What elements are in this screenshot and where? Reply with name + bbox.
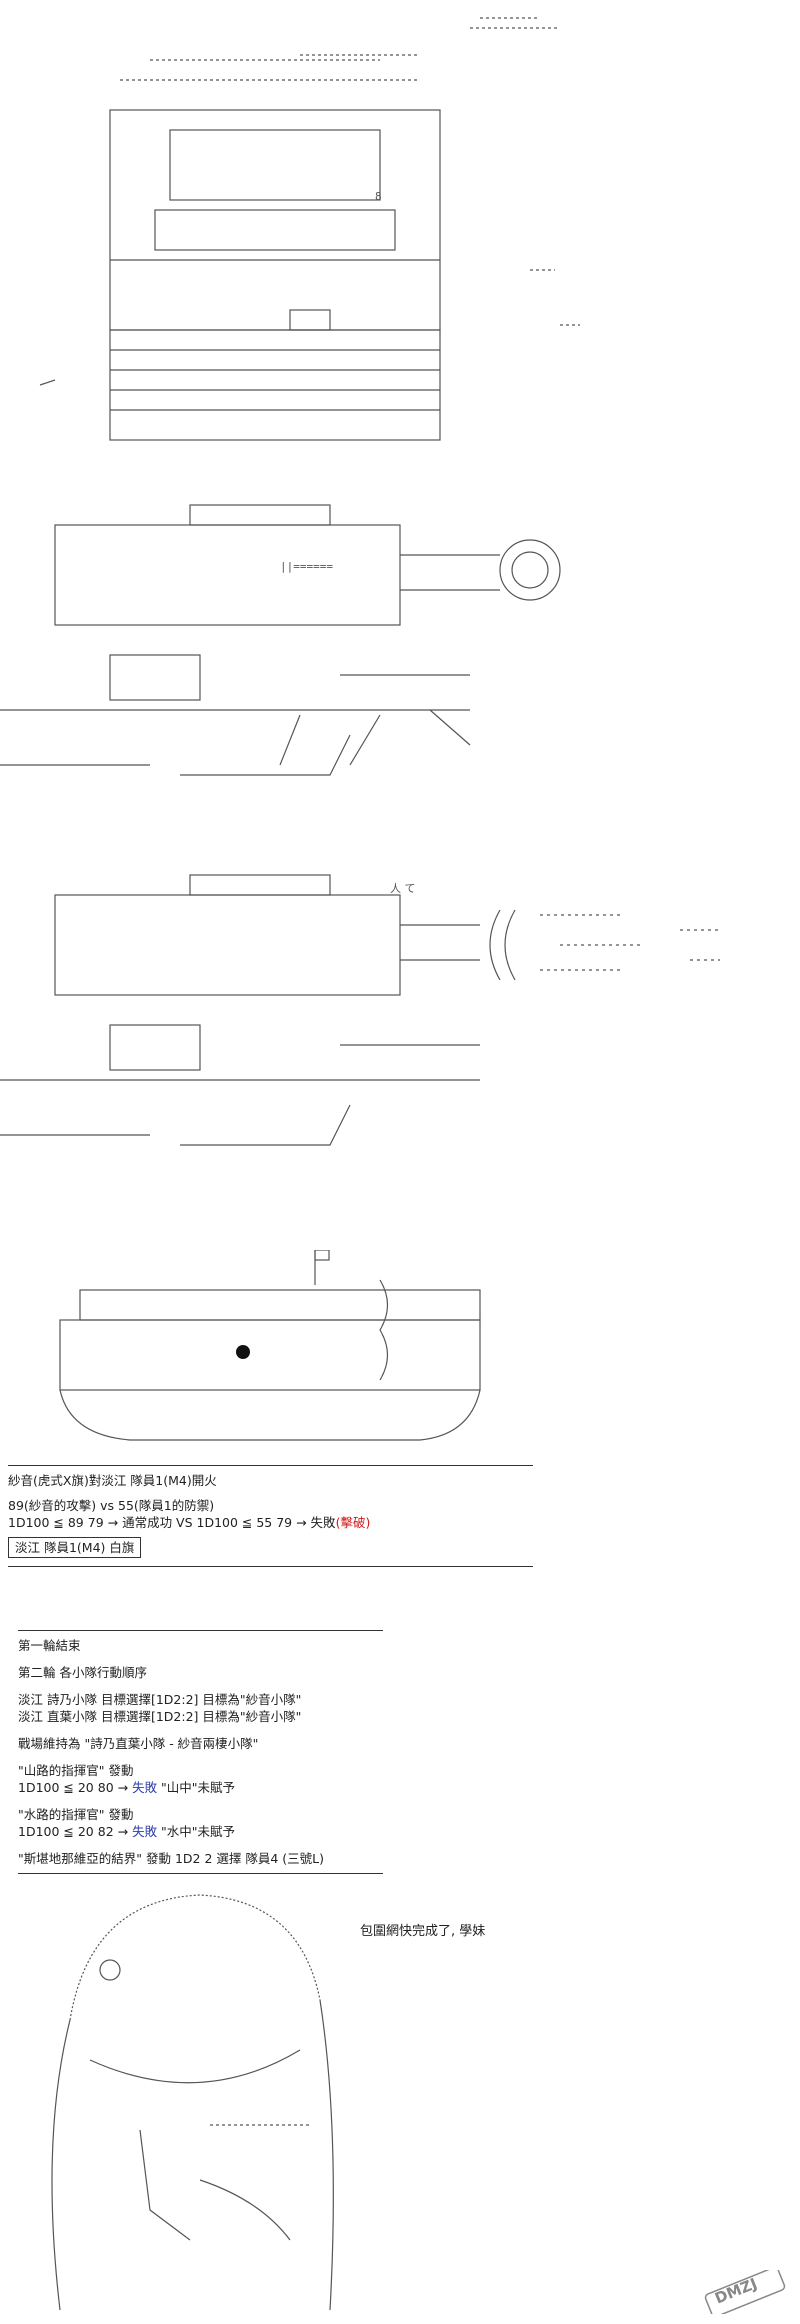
cannon-label: ||====== — [280, 560, 333, 573]
skill-1-roll: 1D100 ≦ 20 80 → 失敗 "山中"未賦予 — [18, 1780, 236, 1795]
skill-2: "水路的指揮官" 發動 — [18, 1807, 134, 1822]
ascii-tank-front — [0, 0, 800, 470]
skill-2-roll: 1D100 ≦ 20 82 → 失敗 "水中"未賦予 — [18, 1824, 236, 1839]
tank-front-rank: 8 — [375, 190, 382, 203]
skill-1: "山路的指揮官" 發動 — [18, 1763, 134, 1778]
site-watermark: DMZJ — [700, 2266, 790, 2318]
roll-line: 1D100 ≦ 89 79 → 通常成功 VS 1D100 ≦ 55 79 → … — [8, 1514, 548, 1531]
round-order: 第二輪 各小隊行動順序 — [18, 1665, 147, 1680]
roll-result: (擊破) — [335, 1515, 371, 1530]
target-1: 淡江 詩乃小隊 目標選擇[1D2:2] 目標為"紗音小隊" — [18, 1692, 302, 1707]
roll-text: 1D100 ≦ 89 79 → 通常成功 VS 1D100 ≦ 55 79 → … — [8, 1515, 336, 1530]
target-2: 淡江 直葉小隊 目標選擇[1D2:2] 目標為"紗音小隊" — [18, 1709, 302, 1724]
battle-title: 紗音(虎式X旗)對淡江 隊員1(M4)開火 — [8, 1473, 217, 1488]
battle-result: 紗音(虎式X旗)對淡江 隊員1(M4)開火 89(紗音的攻擊) vs 55(隊員… — [8, 1465, 548, 1567]
white-flag-box: 淡江 隊員1(M4) 白旗 — [8, 1537, 142, 1558]
battlefield: 戰場維持為 "詩乃直葉小隊 - 紗音兩棲小隊" — [18, 1736, 259, 1751]
ascii-tank-destroyed — [0, 1250, 800, 1450]
impact-kana: 人 て — [390, 882, 416, 895]
speech-text: 包圍網快完成了, 學妹 — [360, 1924, 486, 1939]
attack-line: 89(紗音的攻擊) vs 55(隊員1的防禦) — [8, 1498, 215, 1513]
round-end: 第一輪結束 — [18, 1638, 81, 1653]
ascii-tank-firing — [0, 495, 800, 790]
ascii-tank-impact — [0, 870, 800, 1175]
final-skill: "斯堪地那維亞的結界" 發動 1D2 2 選擇 隊員4 (三號L) — [18, 1851, 324, 1866]
round-summary: 第一輪結束 第二輪 各小隊行動順序 淡江 詩乃小隊 目標選擇[1D2:2] 目標… — [18, 1630, 518, 1874]
ascii-character — [0, 1880, 800, 2320]
